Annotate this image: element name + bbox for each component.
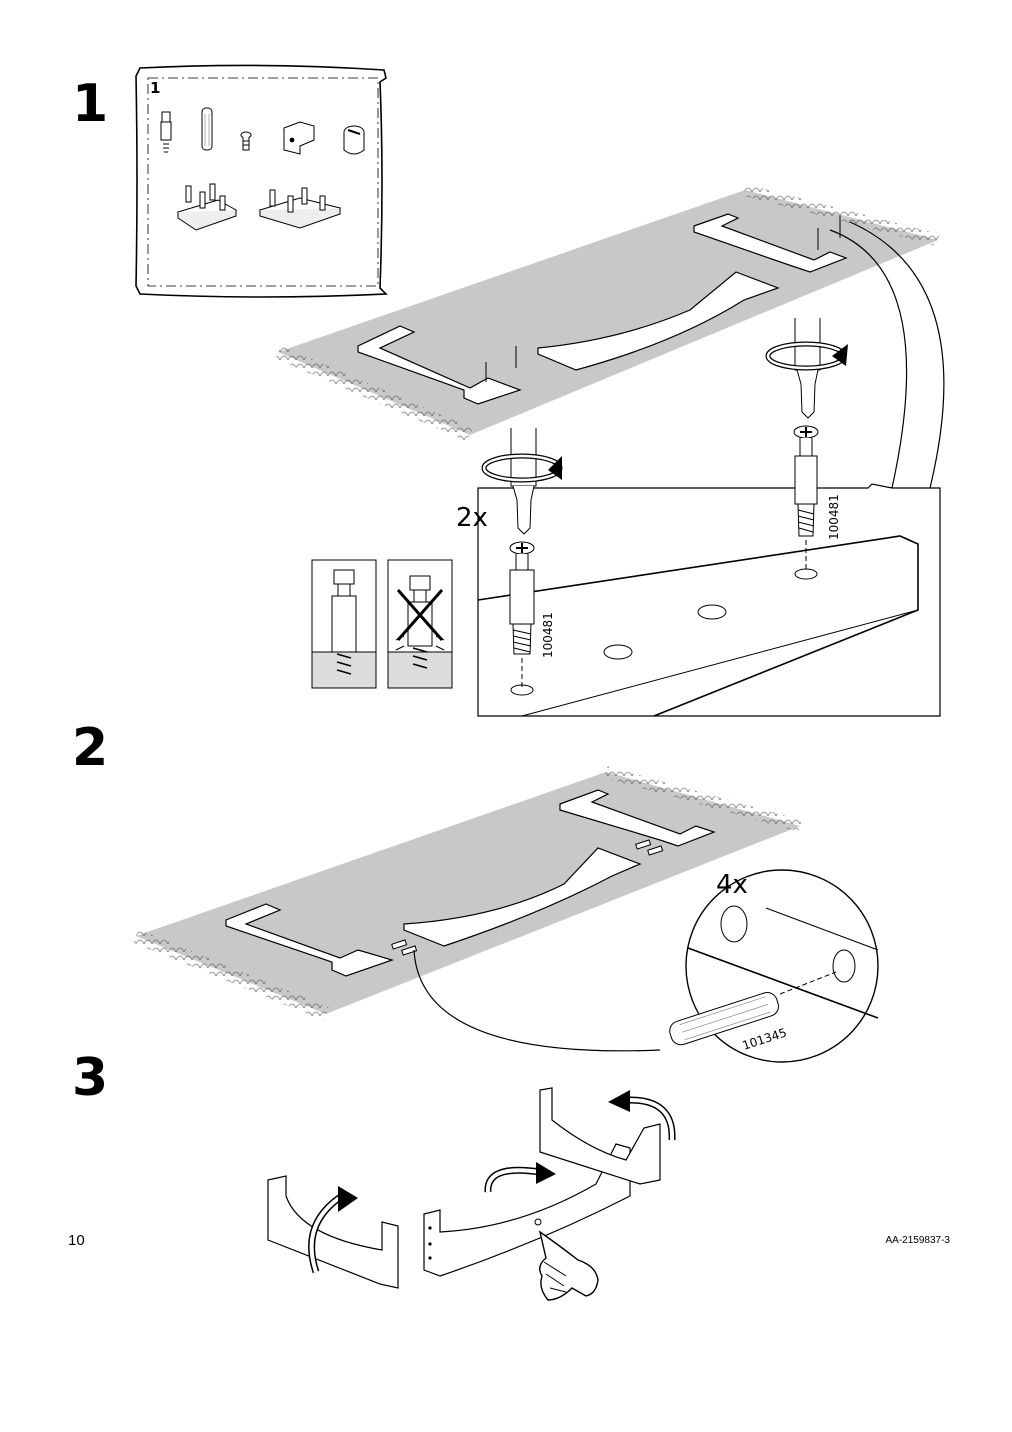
small-screw-part — [240, 131, 252, 151]
connector-plate-part — [176, 183, 238, 231]
connector-plate-part-2 — [258, 187, 342, 229]
page-number: 10 — [68, 1232, 85, 1249]
rotate-arrow-icon — [765, 341, 848, 371]
side-frame-left — [357, 325, 522, 405]
step-number-2: 2 — [72, 718, 109, 778]
wrong-mark-icon — [396, 589, 444, 641]
cam-bolt-right — [793, 425, 819, 570]
detail-box-step-1: 100481 100481 2x — [456, 318, 941, 717]
document-code: AA-2159837-3 — [885, 1235, 951, 1246]
rotate-arrow-icon-left — [481, 453, 563, 483]
dowel-pins-step-2 — [391, 839, 664, 956]
hand-pointer-icon — [538, 1230, 599, 1301]
dowel-part — [201, 107, 213, 151]
long-rail-step-2 — [403, 847, 642, 947]
side-frame-right-step-3 — [539, 1087, 661, 1185]
cam-bolt-left — [509, 541, 535, 688]
correct-fit-box — [311, 559, 377, 689]
part-id-screw-right: 100481 — [827, 494, 841, 540]
parts-bag: 1 — [135, 64, 388, 298]
rotate-arrow-icon-step-3 — [308, 1090, 676, 1274]
quantity-2x: 2x — [456, 503, 488, 533]
bracket-part — [283, 121, 315, 155]
incorrect-fit-box — [387, 559, 453, 689]
cam-bolt-part — [160, 111, 172, 153]
quantity-4x: 4x — [716, 870, 748, 900]
long-rail-step-1 — [537, 271, 780, 371]
part-id-screw-left: 100481 — [541, 612, 555, 658]
side-frame-right-step-2 — [559, 789, 716, 847]
parts-bag-count: 1 — [150, 79, 160, 97]
step-number-1: 1 — [72, 74, 109, 134]
cam-lock-part — [343, 125, 365, 155]
dowel-detail-circle: 101345 — [669, 869, 879, 1063]
side-frame-left-step-3 — [267, 1175, 399, 1289]
side-frame-left-step-2 — [225, 903, 394, 977]
step-number-3: 3 — [72, 1048, 109, 1108]
